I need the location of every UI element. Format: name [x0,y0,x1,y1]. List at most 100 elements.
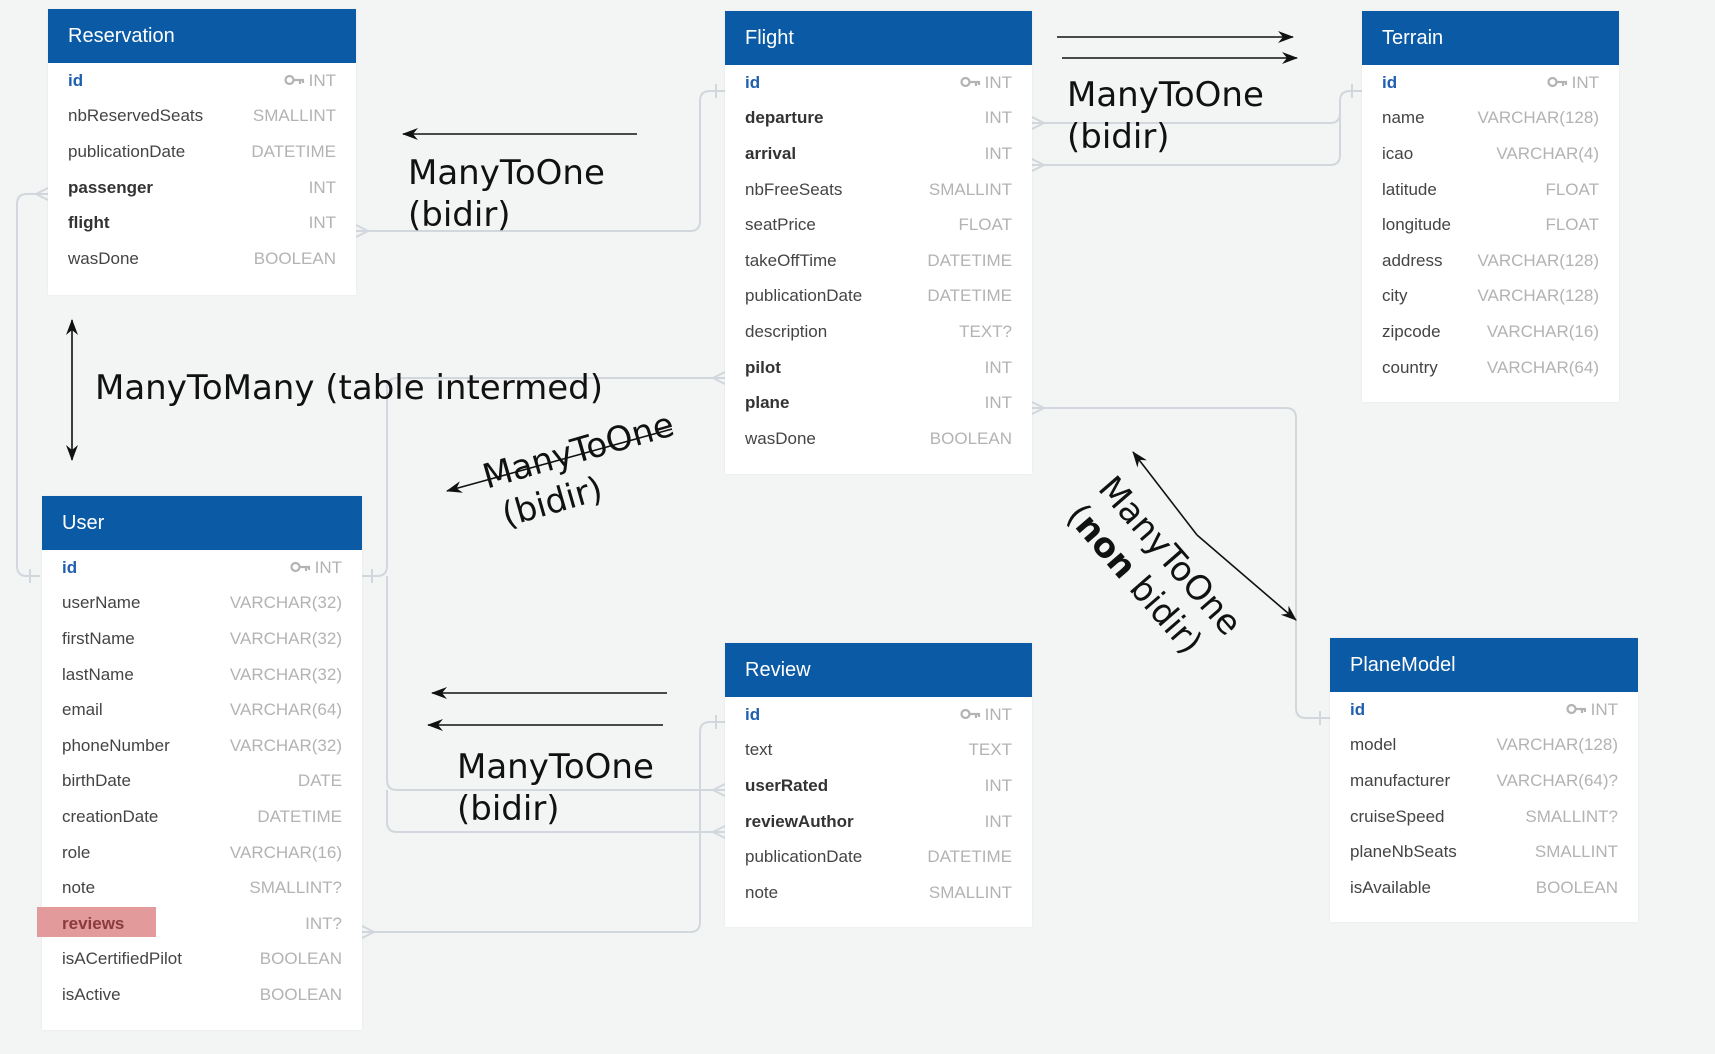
field-type: INT [284,71,336,91]
field-row-id[interactable]: id INT [725,697,1032,733]
connector-flight-planemodel [1032,407,1330,719]
field-name: icao [1382,143,1414,163]
field-type: BOOLEAN [254,249,336,269]
field-type: FLOAT [1545,215,1599,235]
field-type: INT [309,178,336,198]
field-name: wasDone [745,428,816,448]
table-title[interactable]: Terrain [1362,11,1619,65]
table-title[interactable]: Review [725,643,1032,697]
field-type-text: INT [984,704,1012,724]
field-row-isactive[interactable]: isActive BOOLEAN [42,977,362,1013]
field-type-text: INT [984,393,1012,413]
field-type-text: VARCHAR(16) [229,842,342,862]
field-type-text: VARCHAR(128) [1496,735,1618,755]
field-type-text: DATE [297,771,342,791]
field-name: firstName [62,628,135,648]
field-type: INT? [305,914,342,934]
field-name: id [1382,72,1398,92]
field-type-text: TEXT? [959,321,1012,341]
table-title[interactable]: PlaneModel [1330,638,1638,692]
field-type-text: VARCHAR(128) [1477,250,1599,270]
field-name: manufacturer [1350,770,1451,790]
field-name: planeNbSeats [1350,842,1457,862]
field-name: country [1382,357,1438,377]
field-type: BOOLEAN [260,949,342,969]
field-type: BOOLEAN [260,985,342,1005]
field-name: id [745,704,761,724]
table-title[interactable]: Reservation [48,9,356,63]
table-title[interactable]: Flight [725,11,1032,65]
field-type-text: DATETIME [257,806,342,826]
field-type-text: SMALLINT [252,106,336,126]
field-name: isActive [62,984,121,1004]
field-type-text: INT [1571,72,1599,92]
field-type: TEXT? [959,322,1012,342]
table-title[interactable]: User [42,496,362,550]
field-name: latitude [1382,179,1437,199]
field-type: INT [985,393,1012,413]
field-type-text: SMALLINT? [249,878,342,898]
field-type-text: VARCHAR(32) [229,628,342,648]
arrow-planemodel-down [1196,534,1297,621]
label-line: ManyToOne [457,747,654,787]
field-row-firstname[interactable]: firstName VARCHAR(32) [42,621,362,657]
field-row-id[interactable]: id INT [1362,65,1619,101]
highlight-marker [37,906,156,937]
field-type: DATE [298,771,342,791]
field-name: id [745,72,761,92]
